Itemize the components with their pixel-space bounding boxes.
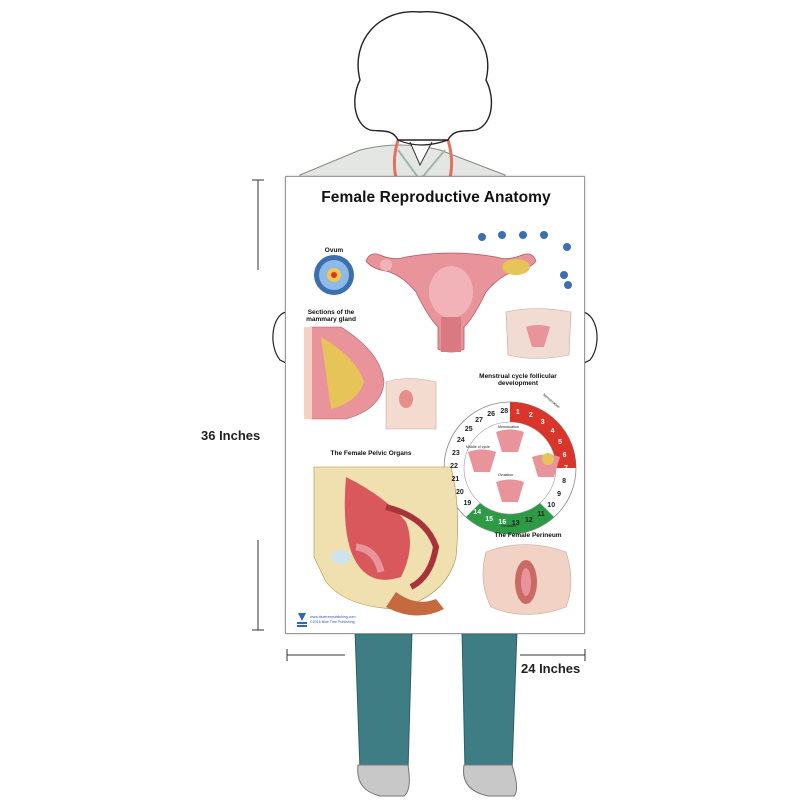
cycle-day-20: 20	[456, 489, 464, 497]
head-outline	[354, 11, 493, 141]
cycle-day-14: 14	[473, 509, 482, 517]
ovulation-label: Ovulation	[501, 524, 517, 528]
mammary-gland-illustration	[304, 326, 385, 420]
scrubs-top	[299, 144, 506, 181]
cycle-day-8: 8	[562, 478, 567, 486]
height-label: 36 Inches	[201, 428, 261, 443]
cycle-day-22: 22	[450, 462, 458, 470]
cycle-day-9: 9	[557, 490, 562, 498]
cycle-day-5: 5	[558, 438, 563, 446]
cell-division-icons	[478, 231, 572, 289]
poster-illustrations	[297, 231, 577, 627]
menstrual-cycle-wheel	[443, 401, 577, 535]
pelvic-organs-illustration	[313, 466, 458, 616]
pants-left-leg	[354, 629, 413, 771]
anatomy-poster: Female Reproductive Anatomy	[285, 176, 585, 634]
uterus-illustration	[365, 252, 537, 353]
cycle-day-11: 11	[537, 510, 545, 518]
menstrual-heading: Menstrual cycle follicular development	[479, 373, 557, 387]
cycle-day-12: 12	[524, 516, 533, 524]
cycle-day-15: 15	[485, 515, 494, 523]
cycle-day-21: 21	[451, 476, 460, 484]
cycle-day-24: 24	[457, 437, 465, 445]
cycle-day-2: 2	[528, 412, 533, 420]
pants-right-leg	[461, 629, 518, 771]
width-dimension-line	[286, 649, 586, 661]
cycle-day-10: 10	[547, 501, 556, 509]
chest-illustration	[385, 378, 437, 430]
cycle-day-25: 25	[464, 426, 473, 434]
pelvis-body-illustration	[505, 308, 572, 359]
cycle-day-27: 27	[475, 417, 483, 425]
cycle-day-6: 6	[562, 451, 567, 459]
inner-menstruation-label: Menstruation	[498, 425, 519, 429]
middle-of-cycle-label: Middle of cycle	[466, 445, 490, 449]
inner-ovulation-label: Ovulation	[498, 473, 514, 477]
width-label: 24 Inches	[521, 661, 581, 676]
perineum-illustration	[482, 544, 572, 615]
cycle-day-19: 19	[463, 500, 472, 508]
publisher-logo	[297, 613, 307, 627]
height-dimension-line	[252, 179, 264, 631]
cycle-day-13: 13	[511, 519, 520, 527]
cycle-day-23: 23	[451, 449, 460, 457]
ovum-heading: Ovum	[324, 247, 344, 254]
publisher-copyright: ©2016 Blue Tree Publishing	[310, 620, 355, 624]
cycle-day-4: 4	[550, 427, 555, 435]
cycle-day-28: 28	[500, 408, 509, 416]
stethoscope	[392, 139, 454, 179]
cycle-day-16: 16	[498, 519, 507, 527]
publisher-url: www.bluetreepublishing.com	[310, 615, 356, 619]
pelvic-heading: The Female Pelvic Organs	[330, 450, 412, 457]
cycle-day-1: 1	[515, 408, 520, 416]
cycle-day-7: 7	[564, 465, 568, 473]
perineum-heading: The Female Perineum	[494, 532, 562, 539]
cycle-day-3: 3	[540, 418, 545, 426]
mammary-heading: Sections of the mammary gland	[306, 309, 356, 323]
cycle-day-26: 26	[487, 411, 496, 419]
shoe-left	[357, 764, 410, 797]
poster-title: Female Reproductive Anatomy	[321, 189, 551, 206]
ovum-illustration	[314, 255, 354, 295]
shoe-right	[463, 764, 518, 797]
